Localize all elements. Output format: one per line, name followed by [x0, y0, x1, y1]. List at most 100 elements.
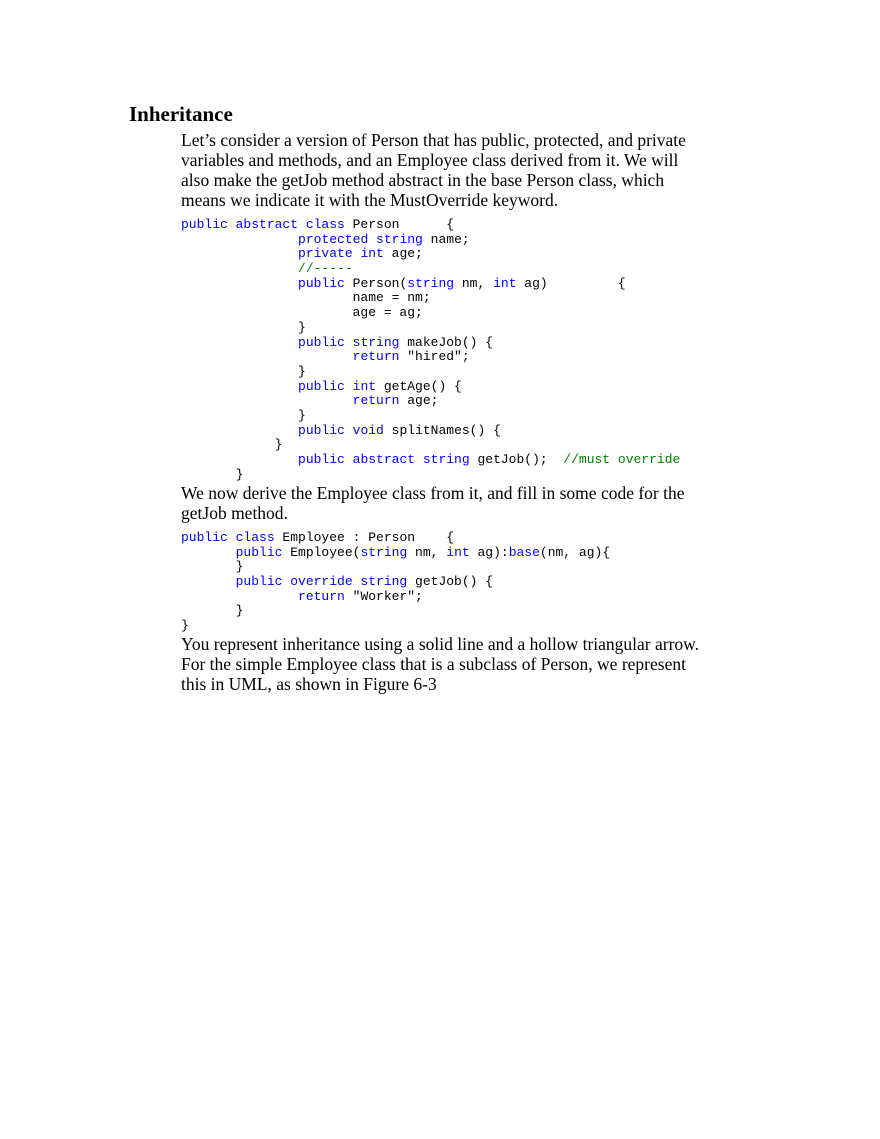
code-text: age; — [383, 246, 423, 262]
code-text: (nm, ag){ — [539, 544, 611, 560]
intro-line: variables and methods, and an Employee c… — [181, 150, 679, 170]
code-text: } — [181, 603, 244, 619]
code-text: makeJob() { — [399, 334, 494, 350]
code-line: } — [181, 618, 610, 634]
code-keyword: public void — [298, 422, 384, 438]
code-line: public Person(string nm, int ag) { — [181, 275, 680, 292]
code-text — [181, 335, 298, 350]
code-line: return "Worker"; — [181, 588, 610, 605]
code-keyword: public int — [298, 378, 377, 394]
code-line: } — [181, 363, 680, 380]
code-text — [181, 545, 236, 560]
code-keyword: int — [493, 275, 517, 291]
code-text: } — [181, 363, 306, 379]
code-line: public void splitNames() { — [181, 422, 680, 439]
uml-line: You represent inheritance using a solid … — [181, 634, 700, 654]
code-line: public abstract class Person { — [181, 217, 680, 233]
code-keyword: public class — [181, 530, 275, 545]
code-text: getAge() { — [376, 378, 462, 394]
code-keyword: base — [508, 544, 540, 560]
code-keyword: string — [407, 275, 455, 291]
code-line: } — [181, 319, 680, 336]
uml-line: this in UML, as shown in Figure 6-3 — [181, 674, 437, 694]
code-line: age = ag; — [181, 305, 680, 321]
code-keyword: string — [360, 544, 408, 560]
code-line: public int getAge() { — [181, 378, 680, 395]
code-line: } — [181, 467, 680, 483]
code-text: } — [181, 319, 306, 335]
code-line: } — [181, 407, 680, 424]
derive-paragraph: We now derive the Employee class from it… — [181, 483, 741, 523]
code-text: "Worker"; — [344, 588, 423, 604]
code-line: name = nm; — [181, 291, 680, 306]
code-text: Person { — [344, 217, 455, 232]
code-line: } — [181, 604, 610, 619]
employee-class-code-block: public class Employee : Person { public … — [181, 530, 611, 634]
code-text: nm, — [454, 275, 494, 291]
code-keyword: public — [298, 275, 345, 291]
code-text — [181, 246, 298, 261]
code-text — [181, 393, 353, 408]
code-keyword: return — [352, 349, 400, 365]
code-text — [181, 379, 298, 394]
code-text: name = nm; — [181, 290, 431, 306]
code-text: age = ag; — [181, 305, 423, 321]
code-text: ag) { — [516, 275, 626, 291]
code-keyword: int — [446, 544, 470, 560]
code-line: public string makeJob() { — [181, 334, 680, 351]
code-keyword: public override string — [235, 574, 408, 590]
code-line: public abstract string getJob(); //must … — [181, 452, 681, 468]
intro-line: Let’s consider a version of Person that … — [181, 130, 686, 150]
code-line: public override string getJob() { — [181, 574, 610, 590]
code-text — [181, 452, 298, 467]
intro-paragraph: Let’s consider a version of Person that … — [181, 130, 741, 210]
code-text — [181, 423, 298, 438]
code-line: protected string name; — [181, 231, 680, 248]
code-comment: //----- — [298, 261, 353, 277]
uml-line: For the simple Employee class that is a … — [181, 654, 686, 674]
code-text — [181, 276, 298, 291]
code-line: return "hired"; — [181, 349, 680, 365]
intro-line: also make the getJob method abstract in … — [181, 170, 665, 190]
code-text: getJob(); — [469, 452, 564, 467]
code-text: Person( — [344, 275, 408, 291]
code-text: Employee( — [282, 544, 361, 560]
code-line: //----- — [181, 261, 680, 277]
code-comment: //must override — [563, 452, 681, 467]
code-line: return age; — [181, 393, 680, 409]
derive-line: getJob method. — [181, 503, 288, 523]
code-text: splitNames() { — [383, 422, 501, 438]
code-keyword: public abstract string — [298, 452, 470, 467]
code-text: } — [181, 437, 283, 453]
derive-line: We now derive the Employee class from it… — [181, 483, 685, 503]
code-line: } — [181, 560, 610, 575]
code-keyword: protected string — [298, 231, 423, 247]
code-text: ag): — [469, 544, 509, 560]
code-text: nm, — [407, 544, 447, 560]
code-keyword: return — [352, 393, 400, 409]
code-text: name; — [422, 231, 470, 247]
uml-paragraph: You represent inheritance using a solid … — [181, 634, 741, 694]
code-text: } — [181, 407, 306, 423]
code-keyword: public string — [298, 334, 400, 350]
code-text: age; — [399, 393, 439, 409]
code-line: public class Employee : Person { — [181, 530, 610, 546]
code-line: private int age; — [181, 247, 680, 262]
code-keyword: public — [235, 544, 283, 560]
code-line: public Employee(string nm, int ag):base(… — [181, 544, 611, 561]
code-text: "hired"; — [399, 349, 470, 365]
code-text — [181, 349, 353, 364]
code-text: getJob() { — [407, 574, 494, 590]
code-text — [181, 261, 298, 276]
code-text: Employee : Person { — [274, 530, 455, 545]
code-text: } — [181, 618, 189, 634]
code-text — [181, 574, 236, 589]
code-line: } — [181, 437, 680, 453]
person-class-code-block: public abstract class Person { protected… — [181, 217, 681, 483]
code-keyword: private int — [298, 246, 384, 262]
code-text — [181, 232, 298, 247]
intro-line: means we indicate it with the MustOverri… — [181, 190, 559, 210]
section-heading: Inheritance — [129, 102, 233, 126]
code-text: } — [181, 559, 244, 575]
